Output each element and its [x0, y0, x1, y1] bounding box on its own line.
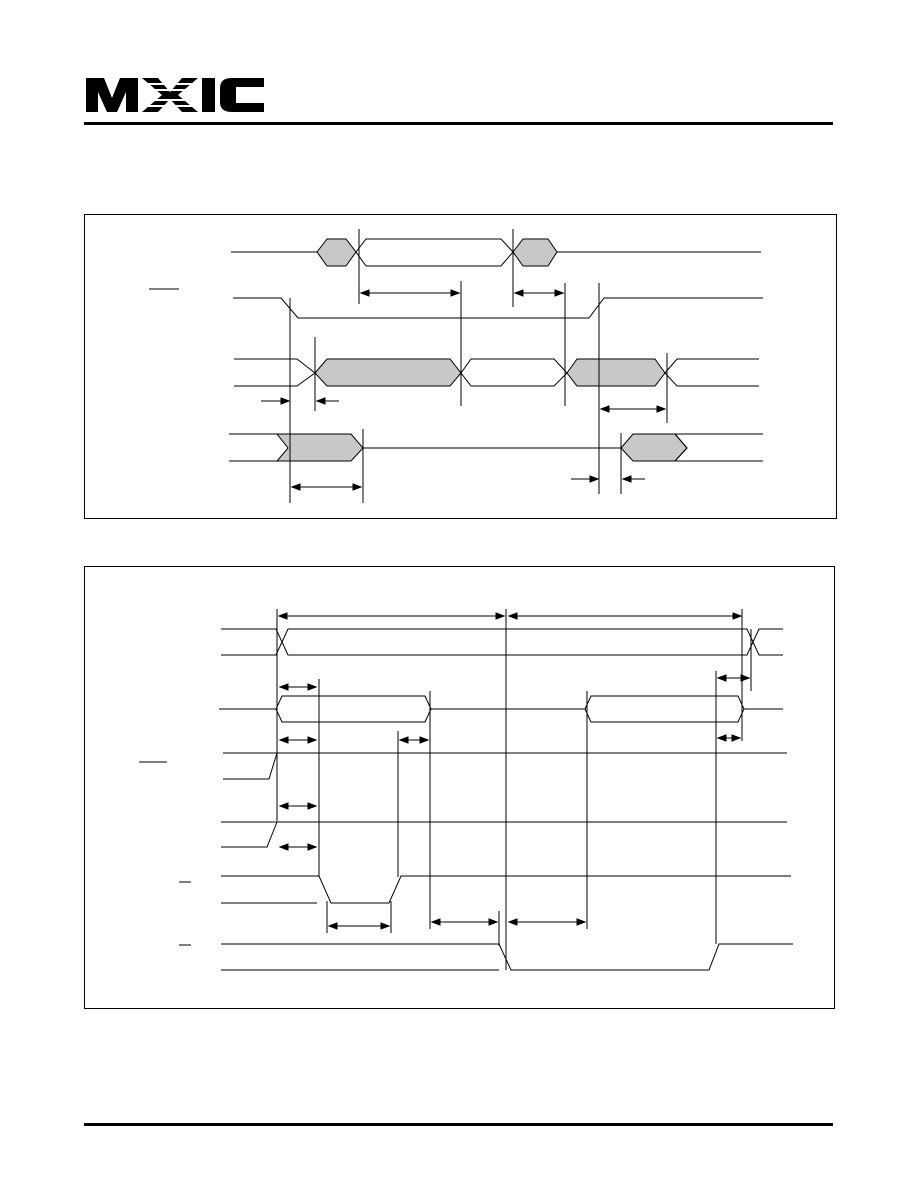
signal-row-4 [229, 433, 763, 462]
signal-row-b [219, 695, 783, 723]
period-arrows [277, 612, 743, 620]
timing-diagram-1 [84, 214, 837, 519]
signal-row-e [221, 875, 791, 904]
signal-row-a [221, 628, 783, 656]
timing-diagram-2-svg [139, 609, 793, 971]
signal-row-1 [231, 238, 761, 267]
signal-row-f [221, 943, 793, 971]
timing-arrows-2 [278, 674, 751, 930]
signal-row-3 [234, 358, 759, 387]
signal-row-d [221, 821, 787, 848]
timing-arrows-1 [261, 289, 667, 491]
timing-diagram-1-svg [149, 229, 763, 503]
signal-row-2 [233, 297, 763, 319]
reference-lines-1 [289, 229, 668, 503]
footer-rule [84, 1123, 833, 1126]
signal-row-c [223, 752, 787, 780]
mxic-logo-graphic [86, 78, 264, 112]
timing-diagram-2 [84, 566, 835, 1009]
reference-lines-2 [276, 609, 752, 970]
mxic-logo [84, 72, 268, 118]
header-rule [84, 122, 833, 125]
